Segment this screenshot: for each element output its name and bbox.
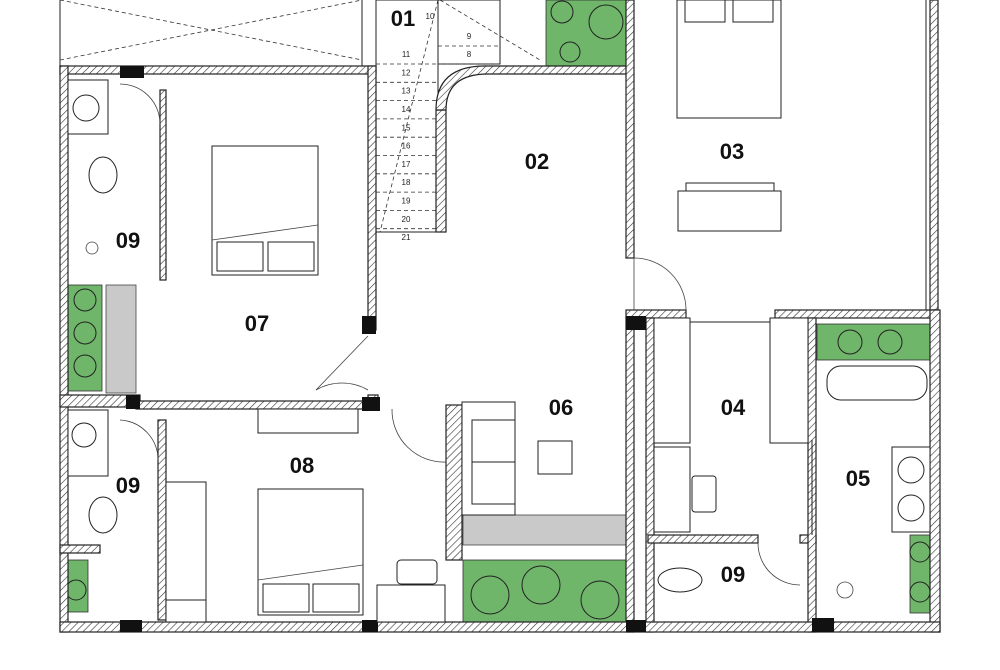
door-03[interactable]	[633, 257, 687, 311]
plant-icon	[837, 329, 863, 355]
room-label-01: 01	[391, 6, 415, 31]
bed-03	[676, 0, 782, 119]
room-label-09-c: 09	[721, 562, 745, 587]
wardrobe-08	[165, 481, 207, 601]
sink-icon	[897, 456, 925, 484]
stair-step-number: 10	[426, 12, 435, 21]
stair-step-number: 17	[402, 160, 411, 169]
stair-step-number: 21	[402, 233, 411, 242]
plant-icon	[559, 41, 581, 63]
stair-step-number: 8	[467, 50, 472, 59]
doors[interactable]	[119, 83, 813, 586]
stair-step-number: 15	[402, 123, 411, 132]
room-label-07: 07	[245, 311, 269, 336]
room-label-06: 06	[549, 395, 573, 420]
stair-step-number: 11	[402, 50, 411, 59]
plant-icon	[521, 565, 561, 605]
shower-icon	[836, 581, 854, 599]
bathtub-icon	[826, 365, 928, 401]
stair-step-number: 18	[402, 178, 411, 187]
wardrobe-04-left	[653, 317, 691, 444]
planters	[65, 0, 933, 629]
shower-icon	[85, 241, 99, 255]
plant-icon	[73, 354, 97, 378]
room-label-02: 02	[525, 149, 549, 174]
door-bath-07[interactable]	[119, 83, 161, 125]
room-label-09-b: 09	[116, 473, 140, 498]
table-06	[537, 440, 573, 475]
toilet-icon	[88, 156, 118, 194]
plant-icon	[73, 321, 97, 345]
sink-icon	[897, 494, 925, 522]
upper-terrace	[59, 0, 541, 66]
bed-07	[211, 145, 319, 276]
stair-step-number: 9	[467, 32, 472, 41]
stair-step-number: 19	[402, 197, 411, 206]
desk-08b	[376, 584, 446, 623]
chair-04	[691, 475, 717, 513]
wood-strip-06	[462, 514, 628, 546]
room-labels: 01 02 03 04 05 06 07 08 09 09 09	[116, 6, 870, 587]
stair-step-number: 12	[402, 68, 411, 77]
chair-08	[396, 559, 438, 585]
sink-icon	[71, 422, 97, 448]
plant-icon	[877, 329, 903, 355]
plant-icon	[550, 0, 574, 24]
toilet-icon	[88, 496, 118, 534]
wardrobe-04-right	[769, 317, 809, 444]
plant-icon	[580, 580, 620, 620]
door-bath-04[interactable]	[757, 542, 801, 586]
door-08[interactable]	[391, 408, 447, 463]
plant-icon	[588, 4, 624, 40]
room-label-09-a: 09	[116, 228, 140, 253]
room-label-03: 03	[720, 139, 744, 164]
planter-top	[545, 0, 627, 67]
stair-step-number: 16	[402, 142, 411, 151]
planter-05	[816, 323, 931, 361]
door-07[interactable]	[315, 335, 369, 391]
wardrobe-08-box	[165, 599, 207, 623]
sofa-06	[461, 401, 516, 516]
stair-step-number: 20	[402, 215, 411, 224]
plant-icon	[470, 575, 510, 615]
toilet-icon	[657, 567, 703, 593]
wood-strip-left	[105, 284, 137, 394]
stair-step-number: 13	[402, 87, 411, 96]
stair-step-number: 14	[402, 105, 411, 114]
room-label-08: 08	[290, 453, 314, 478]
room-label-04: 04	[721, 395, 746, 420]
planter-bottom	[462, 559, 628, 629]
sink-icon	[72, 94, 100, 122]
room-label-05: 05	[846, 466, 870, 491]
bench-03	[677, 182, 782, 232]
bed-08	[257, 488, 364, 616]
door-bath-08[interactable]	[119, 419, 159, 461]
desk-04	[653, 446, 691, 533]
planter-left	[67, 284, 103, 392]
furniture	[67, 0, 931, 623]
walls	[59, 0, 941, 633]
desk-08	[257, 408, 359, 434]
plant-icon	[73, 288, 97, 312]
